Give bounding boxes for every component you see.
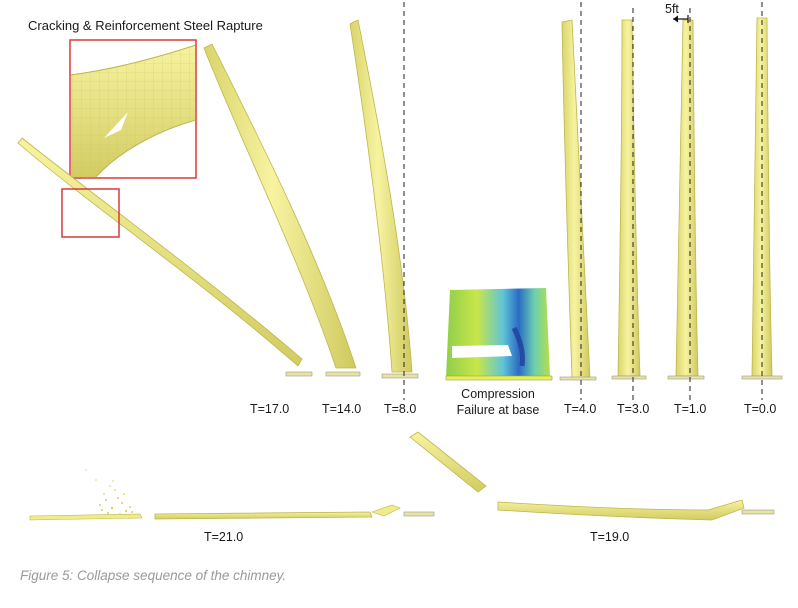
time-label-t14: T=14.0 xyxy=(322,402,361,416)
chimney-t8 xyxy=(349,2,419,400)
falling-segment xyxy=(409,431,487,493)
time-label-t1: T=1.0 xyxy=(674,402,706,416)
compression-label-line1: Compression xyxy=(461,387,535,401)
chimney-t14 xyxy=(203,43,361,377)
chimney-t17 xyxy=(17,137,313,377)
scale-label: 5ft xyxy=(665,2,679,16)
time-label-t19: T=19.0 xyxy=(590,530,629,544)
chimney-t4 xyxy=(559,2,597,400)
compression-base-detail xyxy=(445,288,553,381)
chimney-t0 xyxy=(741,2,783,400)
chimney-t3 xyxy=(611,8,647,400)
time-label-t21: T=21.0 xyxy=(204,530,243,544)
chimney-t19-collapsed xyxy=(497,499,775,521)
scale-indicator xyxy=(673,15,689,23)
time-label-t17: T=17.0 xyxy=(250,402,289,416)
figure-caption: Figure 5: Collapse sequence of the chimn… xyxy=(20,568,286,583)
time-label-t8: T=8.0 xyxy=(384,402,416,416)
debris-particles xyxy=(85,469,133,515)
time-label-t4: T=4.0 xyxy=(564,402,596,416)
chimney-t1 xyxy=(667,8,705,400)
crack-zoom-inset xyxy=(69,39,197,179)
time-label-t3: T=3.0 xyxy=(617,402,649,416)
time-label-t0: T=0.0 xyxy=(744,402,776,416)
chimney-t21-collapsed xyxy=(29,469,435,521)
compression-label-line2: Failure at base xyxy=(457,403,540,417)
figure-title: Cracking & Reinforcement Steel Rapture xyxy=(28,18,263,33)
crack-location-box xyxy=(61,188,120,238)
